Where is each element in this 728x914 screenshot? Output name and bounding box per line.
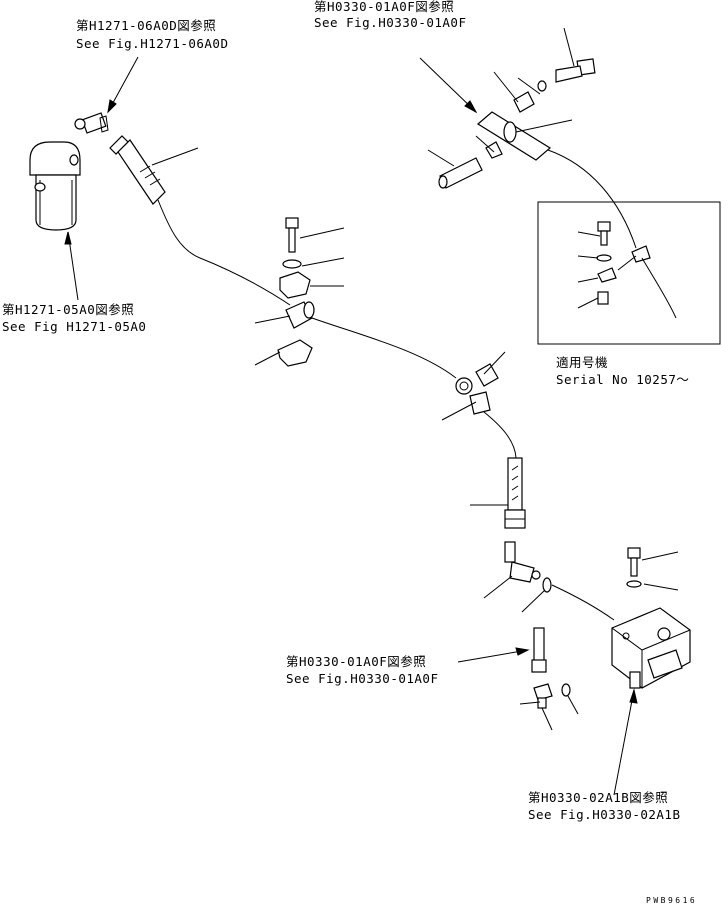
hose-vertical <box>504 457 526 529</box>
elbow-small <box>533 683 553 709</box>
ref-top-right-en: See Fig.H0330-01A0F <box>314 15 467 30</box>
valve-block <box>611 607 691 689</box>
elbow-lower <box>504 541 541 583</box>
clamp-mid <box>279 271 311 299</box>
ref-filter-jp: 第H1271-05A0図参照 <box>2 302 135 317</box>
o-ring-upper <box>542 577 552 593</box>
ref-filter-en: See Fig H1271-05A0 <box>2 319 147 334</box>
union-joint <box>455 363 499 415</box>
ref-top-left-en: See Fig.H1271-06A0D <box>76 36 229 51</box>
washer-block <box>626 580 642 588</box>
washer-mid <box>282 259 302 269</box>
ref-bottom-jp: 第H0330-02A1B図参照 <box>528 790 669 805</box>
ref-mid-right-en: See Fig.H0330-01A0F <box>286 671 439 686</box>
fuel-filter-part <box>29 141 81 231</box>
ref-mid-right-jp: 第H0330-01A0F図参照 <box>286 654 427 669</box>
elbow-fitting-top <box>74 112 109 134</box>
inset-parts <box>577 221 677 319</box>
ref-bottom-en: See Fig.H0330-02A1B <box>528 807 681 822</box>
hose-top-right <box>476 111 552 161</box>
serial-inset-jp: 適用号機 <box>556 355 609 370</box>
nipple-lower <box>531 627 547 673</box>
serial-inset-en: Serial No 10257～ <box>556 372 690 387</box>
grommet-top-right <box>438 157 483 189</box>
drawing-code: PWB9616 <box>646 896 698 905</box>
clamp-lower <box>277 339 313 367</box>
hose-left <box>109 135 166 205</box>
washer-top-right <box>537 80 547 92</box>
ref-top-left-jp: 第H1271-06A0D図参照 <box>76 18 217 33</box>
bolt-mid <box>285 217 299 253</box>
bolt-block <box>627 547 641 559</box>
bolt-top-right <box>555 58 596 83</box>
ref-top-right-jp: 第H0330-01A0F図参照 <box>314 0 455 14</box>
inset-box <box>537 201 721 345</box>
clamp-top-right <box>513 91 535 113</box>
grommet-mid <box>285 301 315 329</box>
o-ring-lower <box>561 683 571 697</box>
